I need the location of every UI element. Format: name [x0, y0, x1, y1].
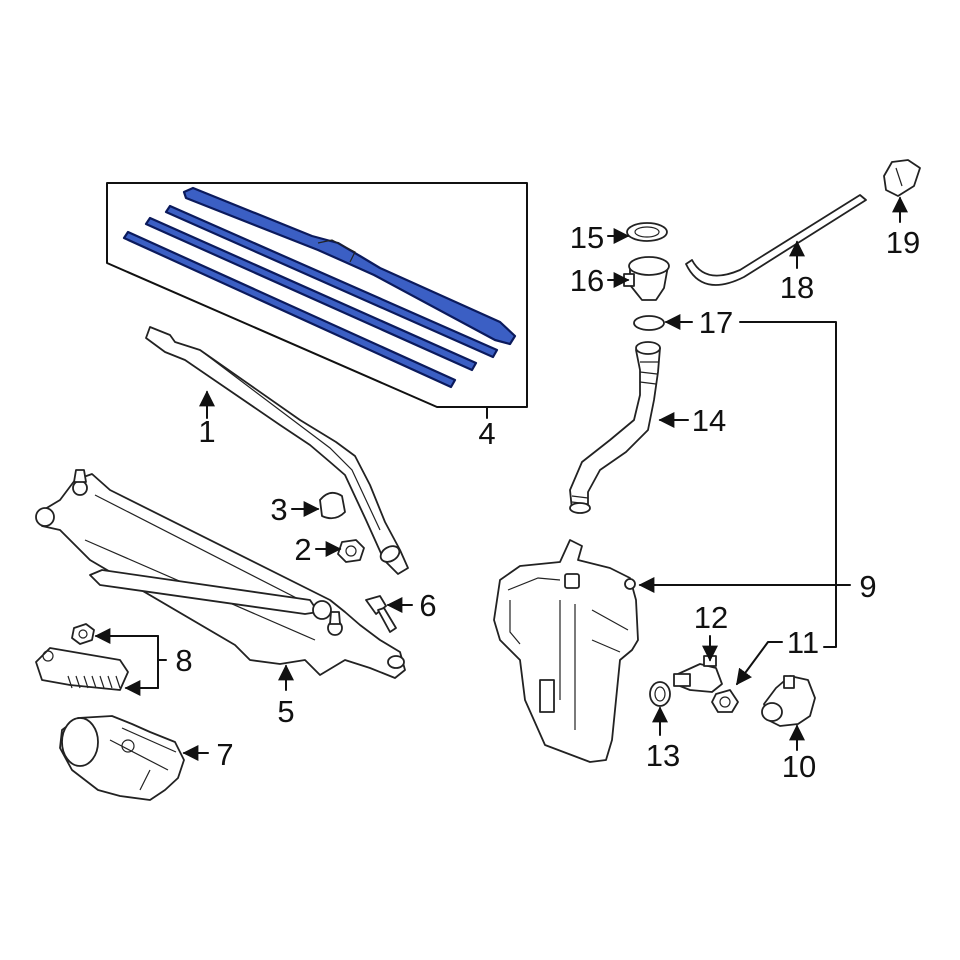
- washer-pump[interactable]: [761, 675, 816, 727]
- washer-nozzle[interactable]: [883, 159, 921, 197]
- wiper-refill-1[interactable]: [164, 204, 499, 359]
- callout-6: 6: [419, 588, 436, 623]
- callout-18: 18: [780, 270, 814, 305]
- callout-13: 13: [646, 738, 680, 773]
- wiper-blade[interactable]: [182, 186, 517, 346]
- callout-12: 12: [694, 600, 728, 635]
- o-ring[interactable]: [633, 315, 665, 331]
- washer-hose[interactable]: [685, 194, 867, 286]
- wiper-refill-3[interactable]: [122, 230, 457, 389]
- washer-filler-neck[interactable]: [569, 341, 661, 514]
- callout-16: 16: [570, 263, 604, 298]
- fluid-level-sensor[interactable]: [673, 655, 723, 693]
- linkage-spring-bracket[interactable]: [35, 647, 129, 691]
- linkage-nut[interactable]: [71, 623, 95, 645]
- callout-15: 15: [570, 220, 604, 255]
- callout-9: 9: [859, 569, 876, 604]
- callout-11: 11: [787, 625, 819, 660]
- wiper-arm-cap[interactable]: [319, 491, 346, 520]
- wiper-arm[interactable]: [145, 326, 409, 575]
- wiper-linkage[interactable]: [35, 469, 406, 679]
- callout-17: 17: [699, 305, 733, 340]
- callout-7: 7: [216, 737, 233, 772]
- callout-14: 14: [692, 403, 726, 438]
- callout-19: 19: [886, 225, 920, 260]
- callout-10: 10: [782, 749, 816, 784]
- filler-cap[interactable]: [623, 256, 670, 301]
- callout-4: 4: [478, 416, 495, 451]
- blade-kit-frame: [106, 182, 528, 408]
- washer-fluid-reservoir[interactable]: [493, 539, 639, 763]
- callout-3: 3: [270, 492, 287, 527]
- callout-leaders: [94, 196, 908, 761]
- filler-cap-seal[interactable]: [626, 222, 668, 242]
- callout-1: 1: [198, 414, 215, 449]
- wiper-motor[interactable]: [59, 715, 185, 801]
- wiper-arm-nut[interactable]: [337, 539, 365, 563]
- wiper-blade-kit-group: [106, 182, 528, 408]
- blade-adapter-detail: [317, 239, 356, 263]
- callout-5: 5: [277, 694, 294, 729]
- wiper-refill-2[interactable]: [144, 216, 478, 372]
- bolt[interactable]: [365, 595, 397, 633]
- grommet[interactable]: [649, 681, 671, 707]
- callout-8: 8: [175, 643, 192, 678]
- callout-2: 2: [294, 532, 311, 567]
- callout-labels: 1 2 3 4 5 6 7 8 9 10 11 12 13 14 15 16 1…: [175, 220, 920, 784]
- pump-grommet[interactable]: [711, 689, 739, 713]
